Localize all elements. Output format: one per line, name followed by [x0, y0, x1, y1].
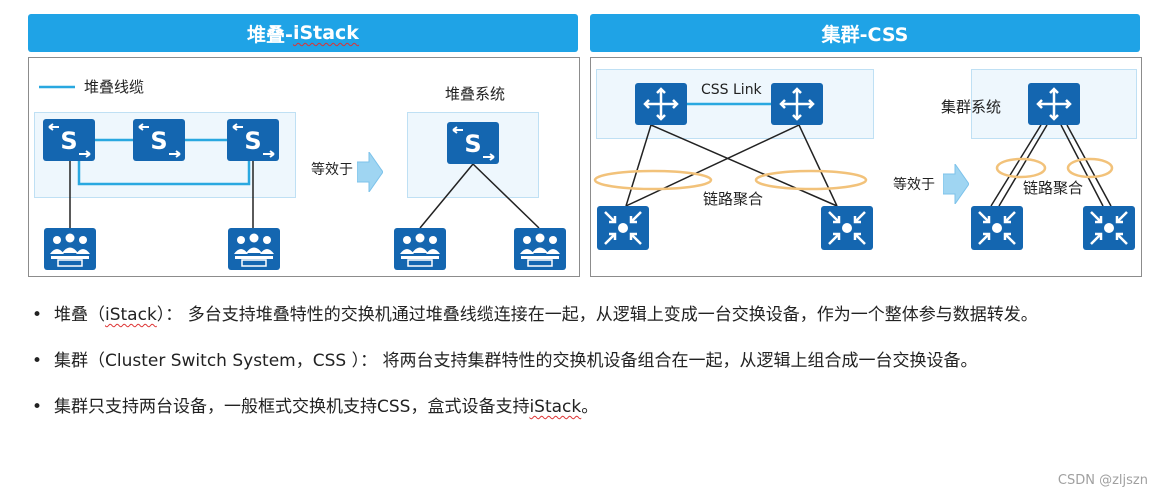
bullet-text-post: 。	[581, 397, 599, 417]
stack-switch-icon	[43, 119, 95, 161]
user-group-icon	[43, 228, 97, 270]
bullet-text-post: ）： 多台支持堆叠特性的交换机通过堆叠线缆连接在一起，从逻辑上变成一台交换设备，…	[156, 305, 1038, 325]
css-equiv-text: 等效于	[893, 176, 935, 193]
css-system-links	[990, 124, 1112, 207]
link-agg-label: 链路聚合	[703, 190, 763, 208]
definition-bullets: • 堆叠（iStack）： 多台支持堆叠特性的交换机通过堆叠线缆连接在一起，从逻…	[32, 300, 1142, 438]
css-header: 集群-CSS	[590, 14, 1140, 52]
bullet-text-pre: 集群（Cluster Switch System，CSS ）： 将两台支持集群特…	[54, 351, 978, 371]
stack-cables	[77, 138, 251, 186]
arrow-right-icon	[357, 152, 383, 192]
bullet-marker: •	[32, 305, 43, 325]
link-line	[472, 163, 540, 229]
istack-equiv-text: 等效于	[311, 161, 353, 178]
stack-cable-legend-text: 堆叠线缆	[84, 78, 144, 96]
istack-header: 堆叠-iStack	[28, 14, 578, 52]
bullet-css: • 集群（Cluster Switch System，CSS ）： 将两台支持集…	[32, 346, 1142, 377]
arrow-right-icon	[943, 164, 969, 204]
bullet-istack: • 堆叠（iStack）： 多台支持堆叠特性的交换机通过堆叠线缆连接在一起，从逻…	[32, 300, 1142, 331]
access-switch-icon	[1083, 206, 1135, 250]
access-switch-icon	[597, 206, 649, 250]
access-switch-icon	[971, 206, 1023, 250]
istack-title-suffix: iStack	[292, 22, 359, 44]
css-switch-icon	[771, 83, 823, 125]
css-system-label: 集群系统	[941, 98, 1001, 116]
stack-system-label: 堆叠系统	[445, 85, 505, 103]
css-switch-icon	[1028, 83, 1080, 125]
bullet-support: • 集群只支持两台设备，一般框式交换机支持CSS，盒式设备支持iStack。	[32, 392, 1142, 423]
link-line	[419, 163, 474, 229]
link-aggregation-ellipse	[593, 169, 713, 191]
stack-switch-icon	[447, 122, 499, 164]
css-link-label: CSS Link	[701, 82, 763, 98]
css-links	[625, 124, 838, 207]
bullet-text-pre: 集群只支持两台设备，一般框式交换机支持CSS，盒式设备支持	[54, 397, 530, 417]
css-title: 集群-CSS	[821, 23, 909, 46]
istack-title-prefix: 堆叠-	[247, 23, 293, 46]
user-group-icon	[513, 228, 567, 270]
link-agg-label-2: 链路聚合	[1023, 179, 1083, 197]
link-aggregation-ellipse	[754, 169, 868, 191]
stack-switch-icon	[133, 119, 185, 161]
access-switch-icon	[821, 206, 873, 250]
bullet-text-wavy: iStack	[529, 397, 582, 417]
istack-diagram: 堆叠线缆 等效于 堆叠系统	[39, 78, 567, 270]
user-group-icon	[227, 228, 281, 270]
link-aggregation-ellipse	[995, 157, 1047, 179]
css-switch-icon	[635, 83, 687, 125]
user-group-icon	[393, 228, 447, 270]
stack-switch-icon	[227, 119, 279, 161]
bullet-marker: •	[32, 397, 43, 417]
bullet-marker: •	[32, 351, 43, 371]
watermark: CSDN @zljszn	[1057, 473, 1148, 488]
link-aggregation-ellipse	[1066, 157, 1114, 179]
bullet-text-wavy: iStack	[105, 305, 157, 325]
istack-panel: 堆叠线缆 等效于 堆叠系统	[28, 57, 580, 277]
css-diagram: CSS Link 链路聚合 等效于 集群系统 链路聚合	[593, 82, 1135, 250]
css-panel: CSS Link 链路聚合 等效于 集群系统 链路聚合	[590, 57, 1142, 277]
bullet-text-pre: 堆叠（	[54, 305, 105, 325]
